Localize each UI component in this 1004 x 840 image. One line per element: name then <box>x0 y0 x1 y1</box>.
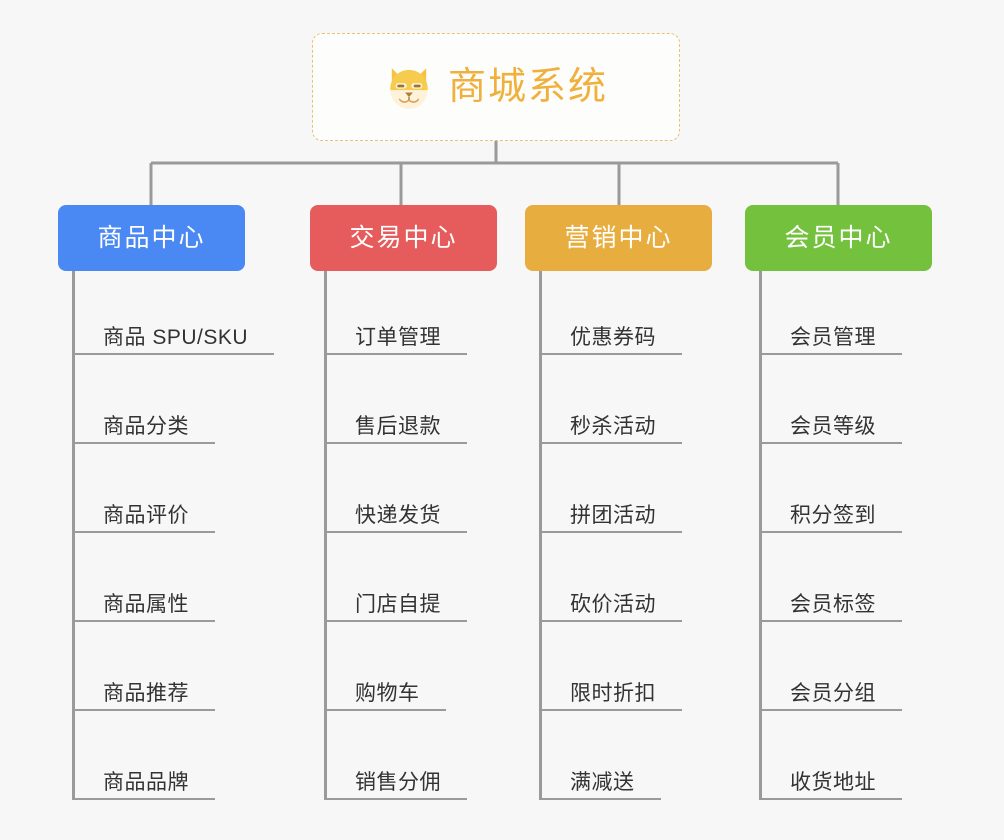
leaf-underline: 商品品牌 <box>72 771 215 800</box>
leaf-label: 拼团活动 <box>570 503 656 527</box>
category-box-4[interactable]: 会员中心 <box>745 205 932 271</box>
leaf-underline: 拼团活动 <box>539 504 682 533</box>
column-spine <box>539 271 542 800</box>
leaf-underline: 商品评价 <box>72 504 215 533</box>
category-box-1[interactable]: 商品中心 <box>58 205 245 271</box>
leaf-label: 优惠券码 <box>570 325 656 349</box>
leaf-underline: 积分签到 <box>759 504 902 533</box>
category-box-2[interactable]: 交易中心 <box>310 205 497 271</box>
leaf-label: 商品分类 <box>103 414 189 438</box>
column-spine <box>759 271 762 800</box>
leaf-underline: 订单管理 <box>324 326 467 355</box>
leaf-underline: 会员等级 <box>759 415 902 444</box>
leaf-label: 收货地址 <box>790 770 876 794</box>
leaf-label: 会员标签 <box>790 592 876 616</box>
category-title: 会员中心 <box>784 223 893 252</box>
category-title: 交易中心 <box>349 223 458 252</box>
category-title: 营销中心 <box>564 223 673 252</box>
leaf-label: 会员管理 <box>790 325 876 349</box>
leaf-underline: 商品推荐 <box>72 682 215 711</box>
leaf-label: 商品属性 <box>103 592 189 616</box>
column-spine <box>324 271 327 800</box>
leaf-underline: 砍价活动 <box>539 593 682 622</box>
leaf-label: 商品品牌 <box>103 770 189 794</box>
leaf-underline: 满减送 <box>539 771 661 800</box>
leaf-label: 订单管理 <box>355 325 441 349</box>
leaf-label: 限时折扣 <box>570 681 656 705</box>
leaf-label: 购物车 <box>355 681 420 705</box>
leaf-label: 快递发货 <box>355 503 441 527</box>
leaf-label: 会员分组 <box>790 681 876 705</box>
leaf-underline: 售后退款 <box>324 415 467 444</box>
leaf-underline: 商品 SPU/SKU <box>72 325 275 355</box>
root-title: 商城系统 <box>447 66 608 108</box>
leaf-underline: 商品分类 <box>72 415 215 444</box>
shiba-dog-face-icon <box>390 68 428 109</box>
leaf-underline: 收货地址 <box>759 771 902 800</box>
leaf-label: 商品 SPU/SKU <box>103 325 249 349</box>
leaf-underline: 会员标签 <box>759 593 902 622</box>
leaf-underline: 限时折扣 <box>539 682 682 711</box>
leaf-label: 商品推荐 <box>103 681 189 705</box>
leaf-label: 满减送 <box>570 770 635 794</box>
column-spine <box>72 271 75 800</box>
category-title: 商品中心 <box>97 223 206 252</box>
leaf-label: 商品评价 <box>103 503 189 527</box>
leaf-underline: 购物车 <box>324 682 446 711</box>
leaf-label: 销售分佣 <box>355 770 441 794</box>
leaf-label: 会员等级 <box>790 414 876 438</box>
leaf-underline: 门店自提 <box>324 593 467 622</box>
leaf-underline: 优惠券码 <box>539 326 682 355</box>
leaf-label: 积分签到 <box>790 503 876 527</box>
leaf-underline: 会员管理 <box>759 326 902 355</box>
leaf-label: 秒杀活动 <box>570 414 656 438</box>
category-box-3[interactable]: 营销中心 <box>525 205 712 271</box>
leaf-label: 砍价活动 <box>570 592 656 616</box>
leaf-label: 门店自提 <box>355 592 441 616</box>
leaf-underline: 商品属性 <box>72 593 215 622</box>
leaf-label: 售后退款 <box>355 414 441 438</box>
leaf-underline: 秒杀活动 <box>539 415 682 444</box>
leaf-underline: 会员分组 <box>759 682 902 711</box>
root-node[interactable]: 商城系统 <box>312 33 680 141</box>
leaf-underline: 快递发货 <box>324 504 467 533</box>
leaf-underline: 销售分佣 <box>324 771 467 800</box>
